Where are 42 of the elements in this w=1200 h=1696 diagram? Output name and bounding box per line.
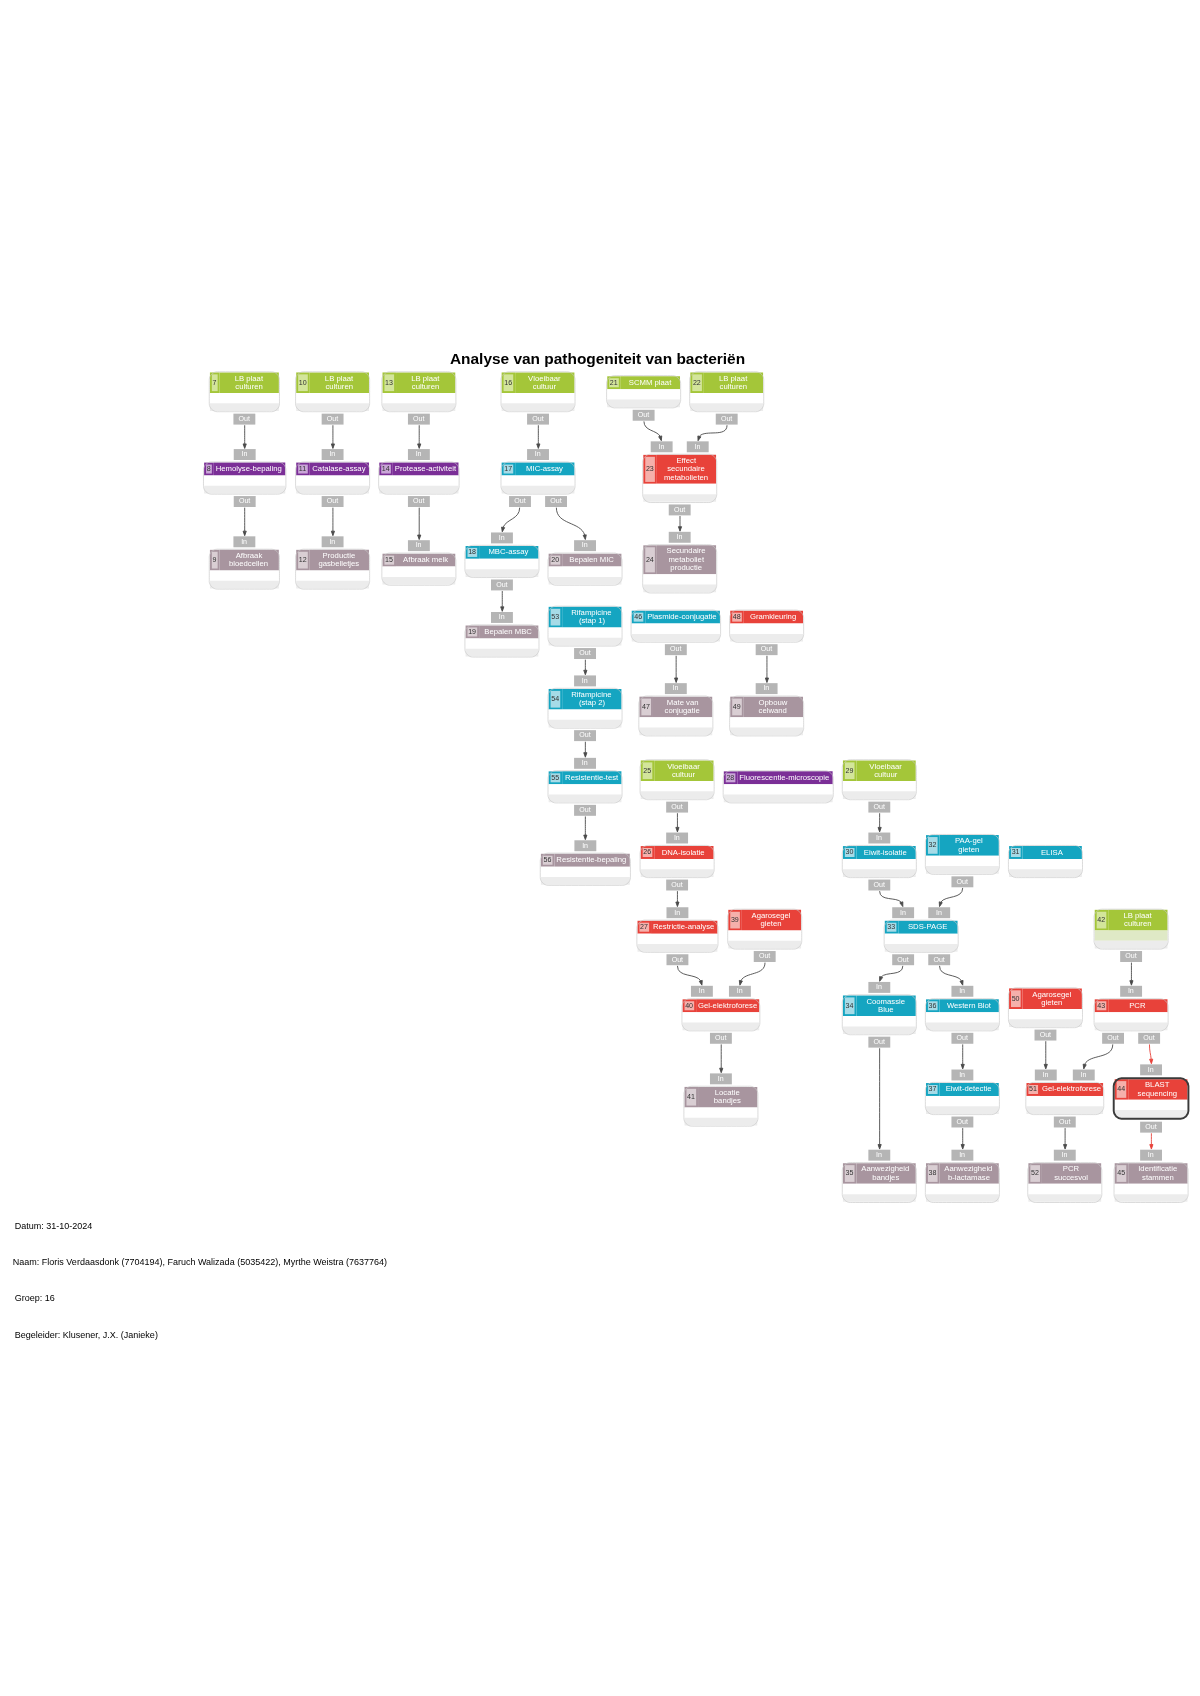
arrow <box>330 424 335 449</box>
arrow <box>960 1127 965 1150</box>
arrow <box>501 507 521 533</box>
arrow <box>1043 1040 1048 1070</box>
arrow <box>879 890 904 908</box>
arrow <box>719 1043 724 1074</box>
arrow <box>643 420 663 442</box>
arrow <box>417 507 422 540</box>
arrow <box>555 507 587 540</box>
arrow <box>675 890 680 908</box>
arrow <box>677 965 703 986</box>
arrow <box>1063 1127 1068 1150</box>
label: Groep: 16 <box>14 1293 55 1304</box>
arrow <box>1082 1043 1114 1070</box>
arrow <box>960 1043 965 1070</box>
label: Datum: 31-10-2024 <box>14 1221 93 1232</box>
arrow <box>877 812 882 833</box>
arrow <box>330 507 335 537</box>
arrow <box>1149 1132 1154 1150</box>
arrow <box>674 655 679 683</box>
arrow <box>675 812 680 833</box>
arrow <box>583 816 588 841</box>
arrow <box>939 965 964 986</box>
arrow <box>738 962 766 986</box>
arrow <box>583 741 588 758</box>
arrow <box>938 887 964 908</box>
arrow <box>536 424 541 449</box>
arrow <box>500 590 505 612</box>
arrow <box>1149 1043 1154 1065</box>
arrow <box>877 1047 882 1150</box>
arrow <box>242 507 247 537</box>
label: Naam: Floris Verdaasdonk (7704194), Faruch Walizada (5035422), Myrthe Weistra (7637764) <box>12 1257 388 1268</box>
arrow <box>879 965 904 982</box>
arrow <box>417 424 422 449</box>
arrow <box>697 424 728 442</box>
arrow <box>1129 962 1134 986</box>
arrow <box>242 424 247 449</box>
label: Begeleider: Klusener, J.X. (Janieke) <box>14 1329 158 1340</box>
arrow <box>583 659 588 676</box>
diagram-title: Analyse van pathogeniteit van bacteriën <box>449 349 746 367</box>
arrow <box>764 655 769 683</box>
arrow <box>677 515 683 532</box>
